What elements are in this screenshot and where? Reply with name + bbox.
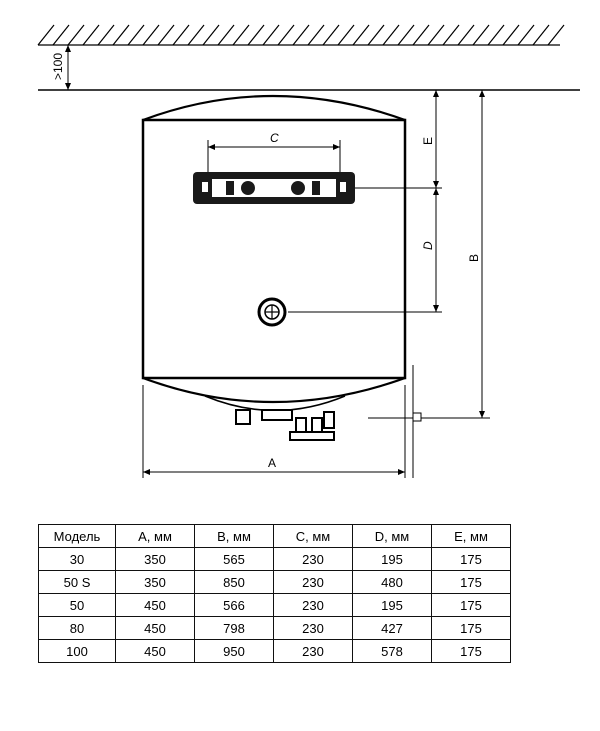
cell-D: 480 [352,570,432,594]
dimension-C [207,140,341,172]
mounting-bracket [193,172,355,204]
col-header-E: E, мм [431,524,511,548]
hatch-stroke [187,24,205,46]
hatch-stroke [337,24,355,46]
hatch-stroke [82,24,100,46]
thermometer-icon [257,297,287,327]
ceiling-clearance-label: >100 [51,53,65,80]
dimension-A [142,365,414,478]
cell-A: 350 [115,547,195,571]
cell-model: 50 [38,593,116,617]
cell-D: 195 [352,593,432,617]
dimension-B-label: B [467,254,481,262]
cell-C: 230 [273,570,353,594]
hatch-stroke [427,24,445,46]
cell-E: 175 [431,639,511,663]
hatch-stroke [217,24,235,46]
hatch-stroke [442,24,460,46]
cell-A: 350 [115,570,195,594]
hatch-stroke [412,24,430,46]
hatch-stroke [157,24,175,46]
table-row: 50 450 566 230 195 175 [38,593,511,617]
cell-E: 175 [431,616,511,640]
cell-model: 100 [38,639,116,663]
pipe-connections [235,409,335,441]
hatch-stroke [367,24,385,46]
hatch-stroke [532,24,550,46]
dimension-D-label: D [421,241,435,250]
hatch-stroke [277,24,295,46]
hatch-stroke [172,24,190,46]
hatch-stroke [247,24,265,46]
cell-B: 950 [194,639,274,663]
cell-B: 566 [194,593,274,617]
hatch-stroke [487,24,505,46]
cell-C: 230 [273,547,353,571]
hatch-stroke [52,24,70,46]
hatch-stroke [202,24,220,46]
hatch-stroke [502,24,520,46]
hatch-stroke [382,24,400,46]
cell-model: 50 S [38,570,116,594]
cell-D: 578 [352,639,432,663]
cell-C: 230 [273,616,353,640]
col-header-D: D, мм [352,524,432,548]
table-row: 100 450 950 230 578 175 [38,639,511,663]
cell-A: 450 [115,639,195,663]
table-header-row: Модель A, мм B, мм C, мм D, мм E, мм [38,524,511,548]
cell-B: 798 [194,616,274,640]
cell-B: 565 [194,547,274,571]
table-row: 80 450 798 230 427 175 [38,616,511,640]
hatch-stroke [232,24,250,46]
hatch-stroke [262,24,280,46]
hatch-stroke [97,24,115,46]
dimensions-table: Модель A, мм B, мм C, мм D, мм E, мм 30 … [38,524,511,663]
cell-A: 450 [115,616,195,640]
cell-C: 230 [273,639,353,663]
hatch-stroke [517,24,535,46]
hatch-stroke [67,24,85,46]
hatch-stroke [397,24,415,46]
hatch-stroke [352,24,370,46]
ceiling-hatching [37,24,565,46]
hatch-stroke [457,24,475,46]
dimension-A-label: A [268,456,276,470]
hatch-stroke [292,24,310,46]
table-row: 50 S 350 850 230 480 175 [38,570,511,594]
hatch-stroke [37,24,55,46]
heater-body [141,94,407,412]
cell-D: 195 [352,547,432,571]
cell-E: 175 [431,547,511,571]
cell-model: 80 [38,616,116,640]
cell-B: 850 [194,570,274,594]
hatch-stroke [112,24,130,46]
col-header-C: C, мм [273,524,353,548]
cell-C: 230 [273,593,353,617]
hatch-stroke [322,24,340,46]
hatch-stroke [307,24,325,46]
col-header-model: Модель [38,524,116,548]
hatch-stroke [472,24,490,46]
hatch-stroke [142,24,160,46]
cell-E: 175 [431,593,511,617]
col-header-B: B, мм [194,524,274,548]
ceiling-clearance-dimension: >100 [51,45,71,90]
dimension-E-label: E [421,137,435,145]
dimension-C-label: C [270,131,279,145]
cell-D: 427 [352,616,432,640]
cell-model: 30 [38,547,116,571]
cell-A: 450 [115,593,195,617]
hatch-stroke [547,24,565,46]
col-header-A: A, мм [115,524,195,548]
table-row: 30 350 565 230 195 175 [38,547,511,571]
water-heater-drawing: >100 [37,24,580,478]
cell-E: 175 [431,570,511,594]
hatch-stroke [127,24,145,46]
